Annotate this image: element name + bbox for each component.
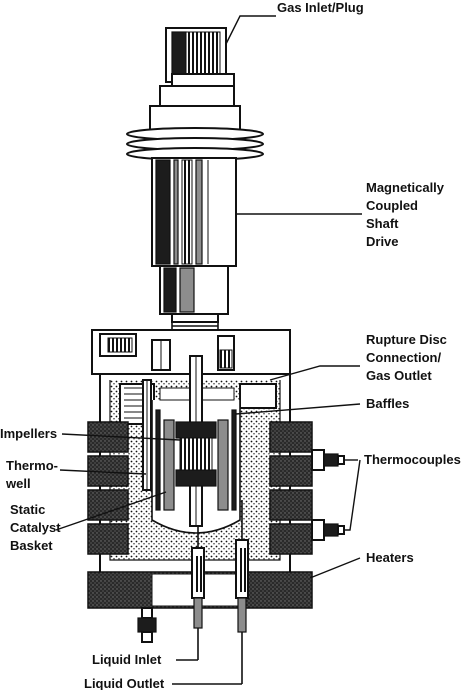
label-liquid-outlet: Liquid Outlet — [84, 676, 165, 690]
label-heaters: Heaters — [366, 550, 414, 565]
label-gas-inlet: Gas Inlet/Plug — [277, 0, 364, 15]
leader-lines — [55, 15, 362, 685]
label-drive-line-3: Shaft — [366, 216, 399, 231]
catalyst-basket — [163, 419, 229, 511]
label-impellers: Impellers — [0, 426, 57, 441]
label-liquid-inlet: Liquid Inlet — [92, 652, 162, 667]
label-drive-line-2: Coupled — [366, 198, 418, 213]
label-basket-line-3: Basket — [10, 538, 53, 553]
label-basket-line-1: Static — [10, 502, 45, 517]
label-drive-line-1: Magnetically — [366, 180, 445, 195]
label-baffles: Baffles — [366, 396, 409, 411]
label-thermowell-line-1: Thermo- — [6, 458, 58, 473]
label-thermowell-line-2: well — [5, 476, 31, 491]
thermowell — [142, 379, 152, 491]
thermocouple-fittings — [311, 449, 345, 541]
label-thermocouples: Thermocouples — [364, 452, 461, 467]
label-rupture-line-3: Gas Outlet — [366, 368, 432, 383]
label-rupture-line-2: Connection/ — [366, 350, 441, 365]
labels: Gas Inlet/Plug Magnetically Coupled Shaf… — [0, 0, 461, 690]
label-drive-line-4: Drive — [366, 234, 399, 249]
gas-inlet-plug — [165, 27, 235, 87]
label-rupture-line-1: Rupture Disc — [366, 332, 447, 347]
baffles — [155, 409, 237, 511]
magnetic-drive — [126, 85, 264, 315]
label-basket-line-2: Catalyst — [10, 520, 61, 535]
bottom-valve — [137, 607, 157, 643]
shaft-and-impellers — [175, 355, 217, 527]
liquid-lines — [191, 500, 249, 684]
reactor-head — [91, 329, 291, 375]
